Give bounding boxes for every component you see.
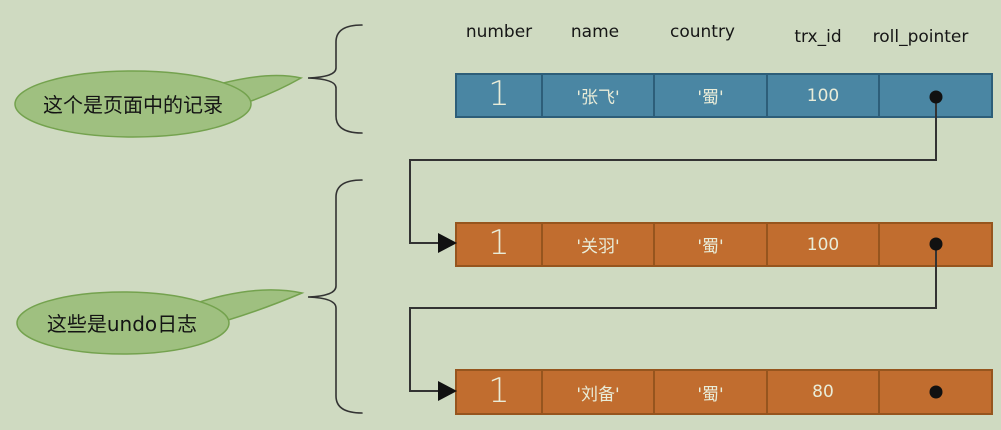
column-headers: number name country trx_id roll_pointer [455,22,993,47]
undo-log-row-2: 1 '刘备' '蜀' 80 [455,369,993,415]
record-brace [307,24,363,134]
cell-country: '蜀' [655,73,768,118]
cell-trx-id: 80 [768,369,880,415]
header-trx-id: trx_id [794,27,842,47]
cell-name: '刘备' [543,369,655,415]
cell-name: '张飞' [543,73,655,118]
header-country: country [669,22,735,42]
callout-label-page-record: 这个是页面中的记录 [43,93,223,117]
cell-number: 1 [455,369,543,415]
undo-log-row-1: 1 '关羽' '蜀' 100 [455,222,993,267]
cell-trx-id: 100 [768,222,880,267]
header-number: number [465,22,533,42]
cell-roll-pointer [880,369,993,415]
cell-country: '蜀' [655,369,768,415]
header-name: name [570,22,620,42]
cell-roll-pointer [880,222,993,267]
cell-number: 1 [455,73,543,118]
page-record-row: 1 '张飞' '蜀' 100 [455,73,993,118]
callout-label-undo-logs: 这些是undo日志 [46,312,198,336]
cell-roll-pointer [880,73,993,118]
cell-name: '关羽' [543,222,655,267]
cell-number: 1 [455,222,543,267]
header-roll-pointer: roll_pointer [872,27,969,47]
undo-brace [307,179,363,414]
cell-trx-id: 100 [768,73,880,118]
cell-country: '蜀' [655,222,768,267]
